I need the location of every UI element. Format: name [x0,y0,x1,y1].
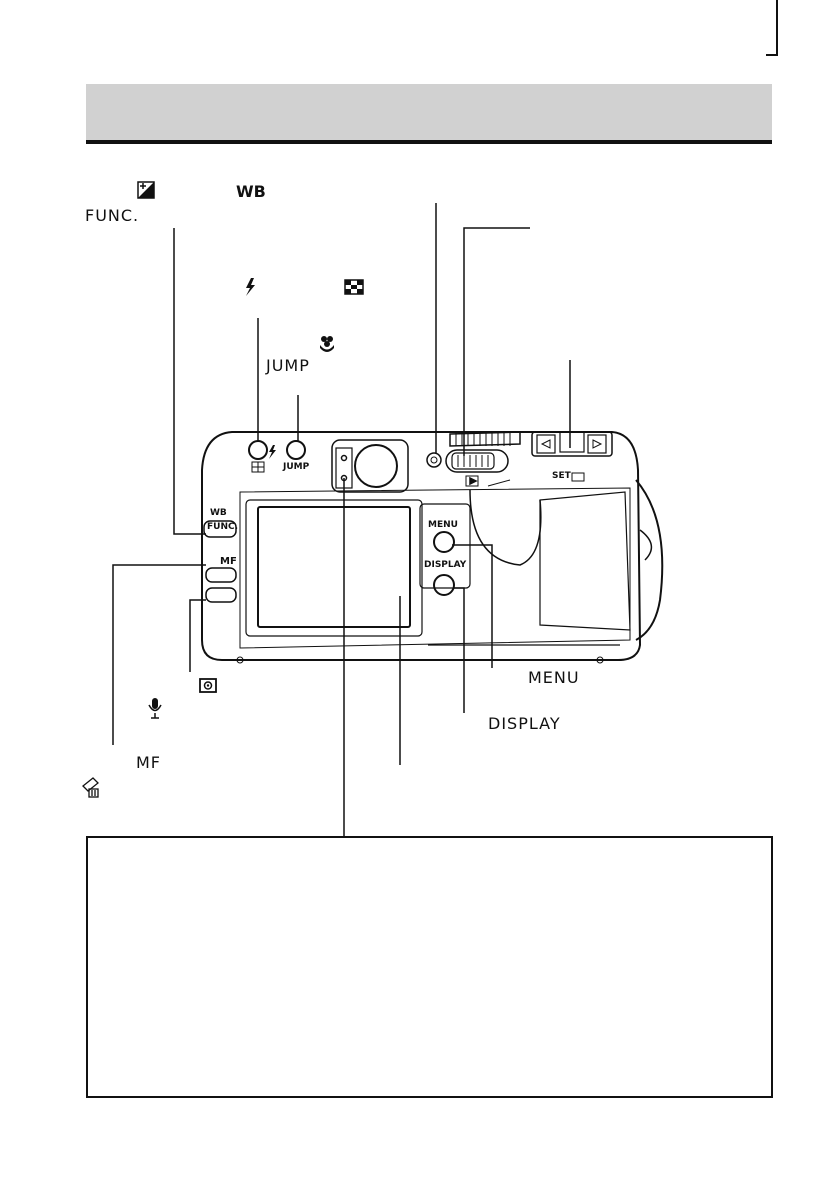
mf-button [205,567,237,583]
menu-display-panel [419,503,471,589]
display-button [433,574,455,596]
leader-metering [189,599,206,672]
metering-button [205,587,237,603]
mode-switch [445,449,509,473]
viewfinder-housing [331,439,409,493]
callout-leaders [112,203,571,836]
erase-icon [82,777,99,798]
camera-label-mf: MF [220,556,237,567]
mode-dial [449,431,521,447]
up-button [559,431,585,453]
flash-index-button [248,440,268,460]
note-box [86,836,773,1098]
leader-menu [452,544,493,668]
right-button [587,434,607,454]
callout-jump-label: JUMP [266,356,310,375]
exposure-compensation-icon [137,181,155,199]
leader-display [454,587,465,713]
grip-panel [539,491,631,631]
camera-body-inner-edge [239,487,631,649]
macro-icon [320,336,334,352]
camera-label-jump: JUMP [283,462,310,472]
camera-label-func-text: FUNC. [207,522,239,532]
index-icon [344,279,364,295]
section-header-bar [86,84,772,144]
menu-button [433,531,455,553]
camera-grip [635,479,664,641]
wb-func-button [203,520,237,538]
leader-mf-erase [112,564,206,745]
left-button [536,434,556,454]
af-lamp [426,452,442,468]
camera-label-set: SET [552,471,571,481]
callout-func-label: FUNC. [85,206,140,225]
callout-display-label: DISPLAY [488,714,561,733]
callout-wb-label: WB [236,182,266,201]
leader-wb-func [173,228,206,535]
camera-label-wb: WB [210,508,227,518]
microphone-icon [148,698,162,719]
callout-menu-label: MENU [528,668,580,687]
macro-jump-button [286,440,306,460]
metering-icon [199,678,217,693]
callout-icons [82,181,364,798]
camera-body-outline [201,431,642,661]
camera-label-display: DISPLAY [424,560,467,570]
flash-icon [246,278,255,296]
page-corner-marker [766,0,778,56]
callout-mf-label: MF [136,753,162,772]
camera-label-menu: MENU [428,520,458,530]
leader-mode-switch [463,227,530,456]
viewfinder-eyepiece [354,444,398,488]
lcd-monitor [257,506,411,628]
